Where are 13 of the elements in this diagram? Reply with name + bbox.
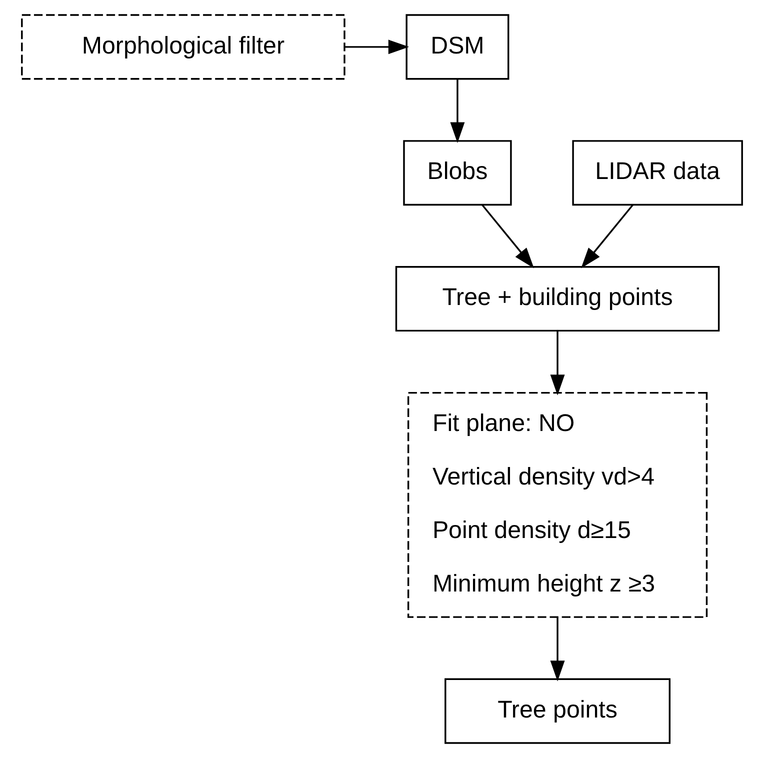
arrow xyxy=(344,40,409,54)
node-box: LIDAR data xyxy=(572,140,742,206)
node-box: Blobs xyxy=(402,140,512,206)
arrow xyxy=(450,78,464,143)
node-box: Tree points xyxy=(444,678,670,744)
node-box: DSM xyxy=(405,14,509,80)
arrow xyxy=(550,617,564,682)
arrow xyxy=(580,204,633,268)
node-box: Tree + building points xyxy=(394,266,720,332)
arrow xyxy=(481,204,534,268)
node-box: Morphological filter xyxy=(20,14,345,80)
node-box: Fit plane: NO Vertical density vd>4 Point density d≥15 Minimum height z ≥3 xyxy=(406,392,708,618)
arrow xyxy=(550,330,564,396)
